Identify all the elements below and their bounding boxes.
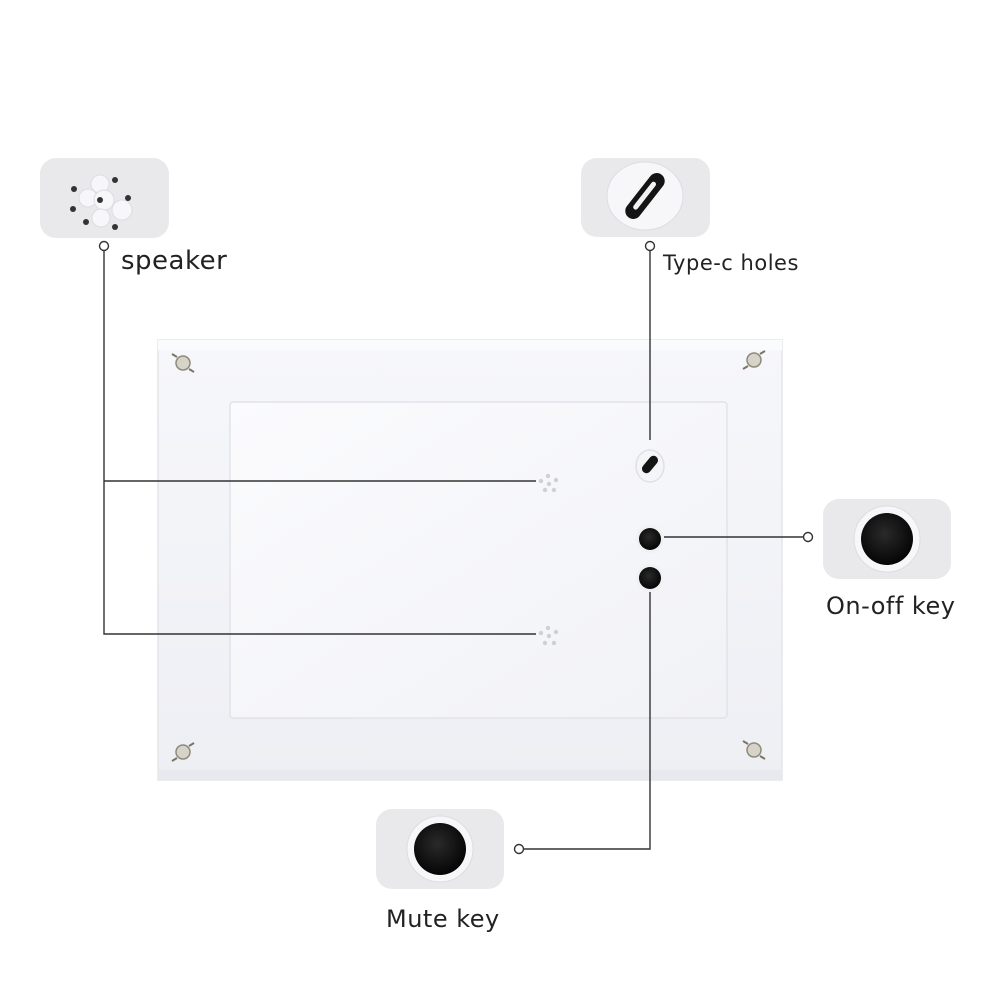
screw-icon [742,740,766,760]
back-panel [229,401,728,719]
mute-zoom-box [376,809,504,889]
round-key-icon [853,505,921,573]
type-c-zoom-box [581,158,710,237]
round-key-icon [406,815,474,883]
screw-icon [742,350,766,370]
mute-label: Mute key [386,905,500,933]
on-off-label: On-off key [826,592,956,620]
usb-c-port-icon [606,161,684,231]
mute-leader-line [524,592,651,850]
round-key-icon [636,564,664,592]
speaker-zoom-box [40,158,169,238]
usb-c-port-icon [635,449,665,483]
speaker-holes-icon [538,625,559,646]
leader-lines [103,250,803,850]
speaker-holes-icon [70,174,133,230]
leader-endpoints [98,240,814,855]
speaker-holes-icon [538,473,559,493]
photo-frame [157,339,783,781]
screw-icon [171,742,195,762]
round-key-icon [636,525,664,553]
type-c-label: Type-c holes [663,251,799,275]
speaker-leader-line [103,250,536,635]
screw-icon [171,353,195,373]
speaker-label: speaker [121,246,228,276]
on-off-zoom-box [823,499,951,579]
